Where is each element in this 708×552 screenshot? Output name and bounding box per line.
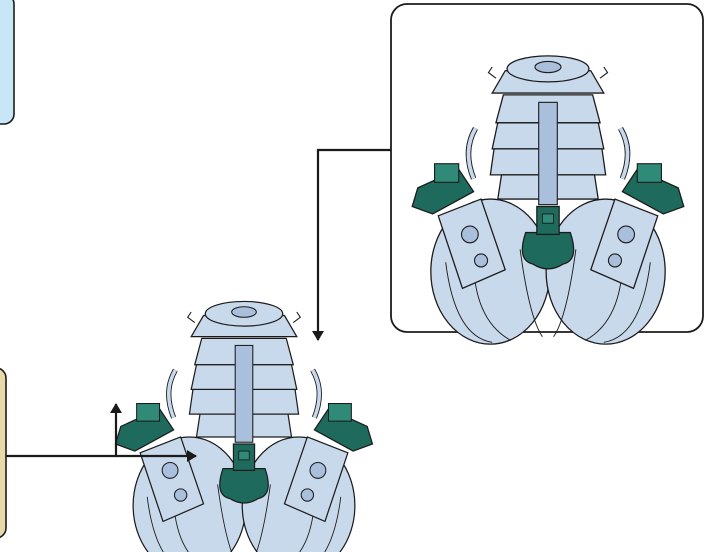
previous-step-callout <box>0 0 14 124</box>
inset-pointer-arrow-icon <box>318 150 391 340</box>
submodel-connector-line <box>6 404 116 456</box>
submodel-callout <box>0 368 6 538</box>
main-figure <box>116 301 373 552</box>
